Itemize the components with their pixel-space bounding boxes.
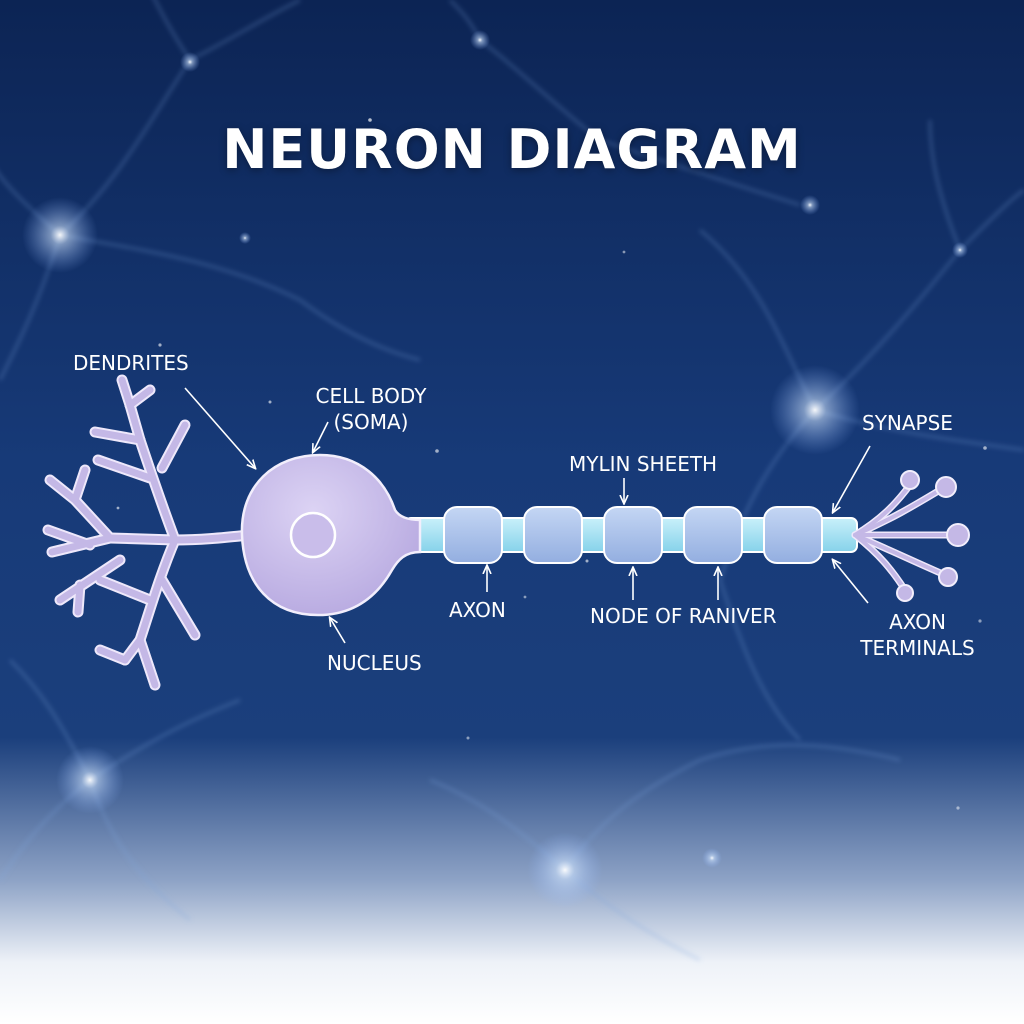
myelin-sheath: [443, 506, 823, 564]
node-of-ranvier-label: NODE OF RANIVER: [590, 604, 777, 628]
nucleus: [289, 511, 337, 559]
cell-body-label-line2: (SOMA): [333, 410, 409, 434]
axon-terminals-label-line1: AXON: [889, 610, 946, 634]
cell-body-label-line1: CELL BODY: [315, 384, 427, 408]
myelin-sheath-label: MYLIN SHEETH: [569, 452, 718, 476]
nucleus-label: NUCLEUS: [327, 651, 422, 675]
axon-label: AXON: [449, 598, 506, 622]
label-pointers: [184, 387, 871, 644]
background-neural-network: [0, 0, 1024, 962]
dendrites-pointer: [184, 387, 255, 468]
page-title: NEURON DIAGRAM: [222, 118, 802, 181]
axon-terminals-label: AXON TERMINALS: [850, 609, 985, 661]
cell-body-pointer: [313, 421, 329, 452]
background-glows: [22, 30, 968, 908]
nucleus-pointer: [330, 618, 346, 644]
synapse-pointer: [833, 445, 871, 512]
dendrites-label: DENDRITES: [73, 351, 189, 375]
axon-terminals-label-line2: TERMINALS: [860, 636, 975, 660]
axon-terminals: [851, 470, 970, 602]
terminals-pointer: [833, 560, 869, 604]
synapse-label: SYNAPSE: [862, 411, 953, 435]
cell-body-label: CELL BODY (SOMA): [306, 383, 436, 435]
dendrites: [42, 374, 256, 691]
